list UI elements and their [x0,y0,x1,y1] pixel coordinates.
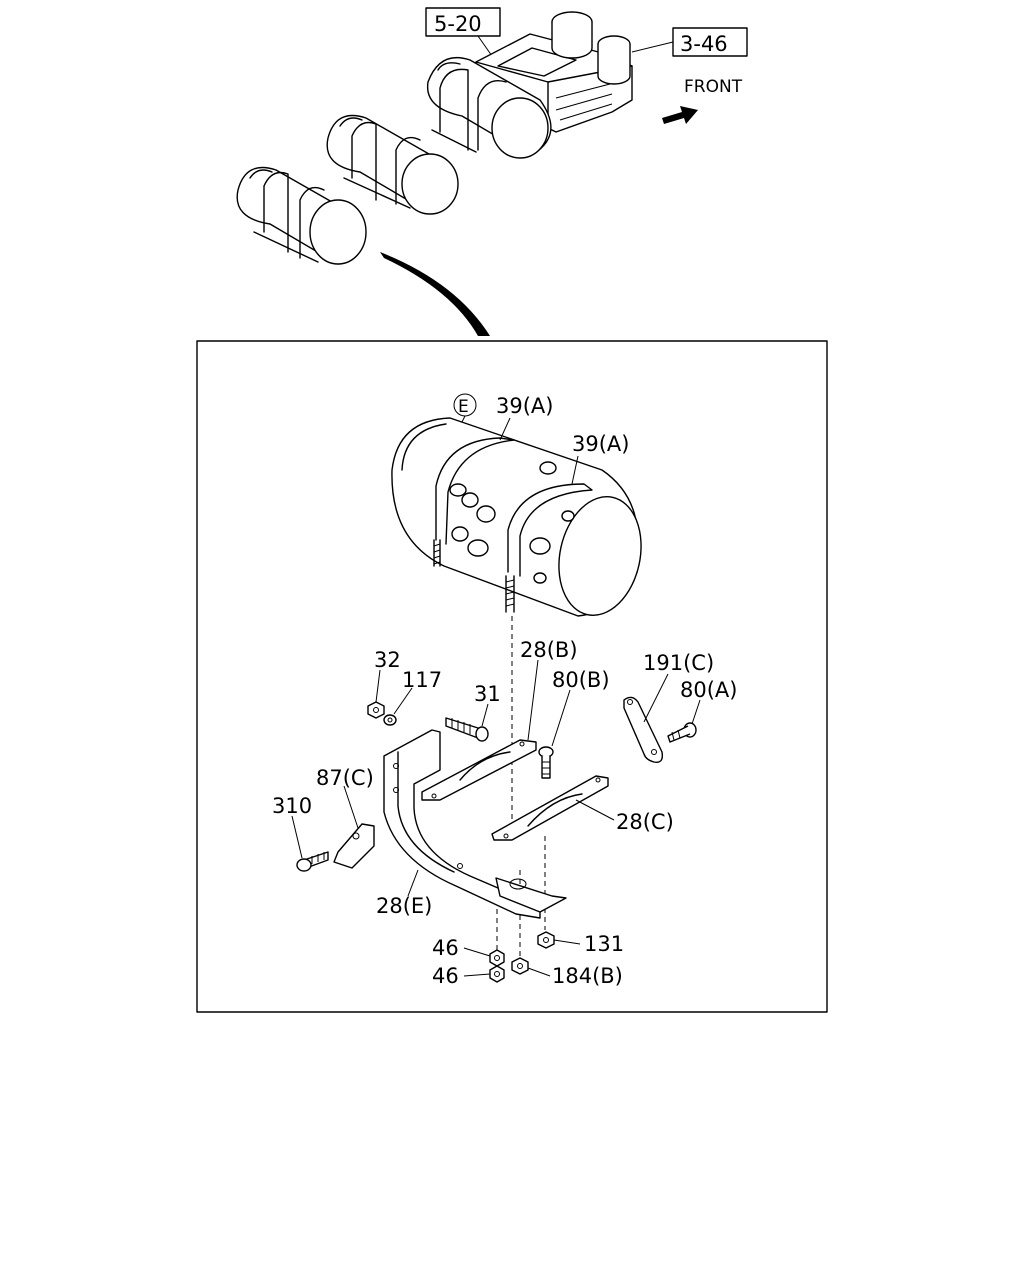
nut-131 [537,931,555,949]
callout-39a-2: 39(A) [572,432,629,456]
bracket-28e [383,729,567,919]
bolt-80a [667,722,697,743]
stay-191c [623,696,664,763]
nut-184b [511,957,529,975]
callout-28e: 28(E) [376,894,432,918]
fuel-tank [391,417,642,617]
callout-87c: 87(C) [316,766,374,790]
washer-117 [383,714,397,726]
callout-80a: 80(A) [680,678,737,702]
detail-pointer-curve [380,252,490,336]
callout-28c: 28(C) [616,810,674,834]
ref-box-5-20 [425,7,501,37]
callout-28b: 28(B) [520,638,578,662]
callout-46-upper: 46 [432,936,459,960]
bracket-28c [491,775,609,841]
overview-assembly: 5-20 3-46 FRONT [236,7,748,336]
overview-tank-3 [236,166,367,265]
front-arrow-icon [662,106,698,124]
callout-31: 31 [474,682,501,706]
callout-32: 32 [374,648,401,672]
ref-label-3-46: 3-46 [680,32,728,56]
nut-46-upper [489,949,505,967]
callout-46-lower: 46 [432,964,459,988]
bolt-31 [445,717,489,742]
nut-32 [367,701,385,719]
circled-e-label: E [458,397,469,417]
bracket-28b [421,739,537,801]
detail-frame [196,340,828,1013]
callout-39a-1: 39(A) [496,394,553,418]
nut-46-lower [489,965,505,983]
callout-80b: 80(B) [552,668,610,692]
callout-310: 310 [272,794,312,818]
overview-tank-2 [326,114,459,215]
callout-184b: 184(B) [552,964,623,988]
front-label: FRONT [684,77,743,97]
callout-191c: 191(C) [643,651,714,675]
overview-tank-1 [426,56,552,159]
bolt-80b [538,746,554,779]
bolt-310 [296,851,329,872]
leader-lines [291,659,701,977]
bracket-87c [333,823,375,869]
callout-131: 131 [584,932,624,956]
callout-117: 117 [402,668,442,692]
ref-label-5-20: 5-20 [434,12,482,36]
